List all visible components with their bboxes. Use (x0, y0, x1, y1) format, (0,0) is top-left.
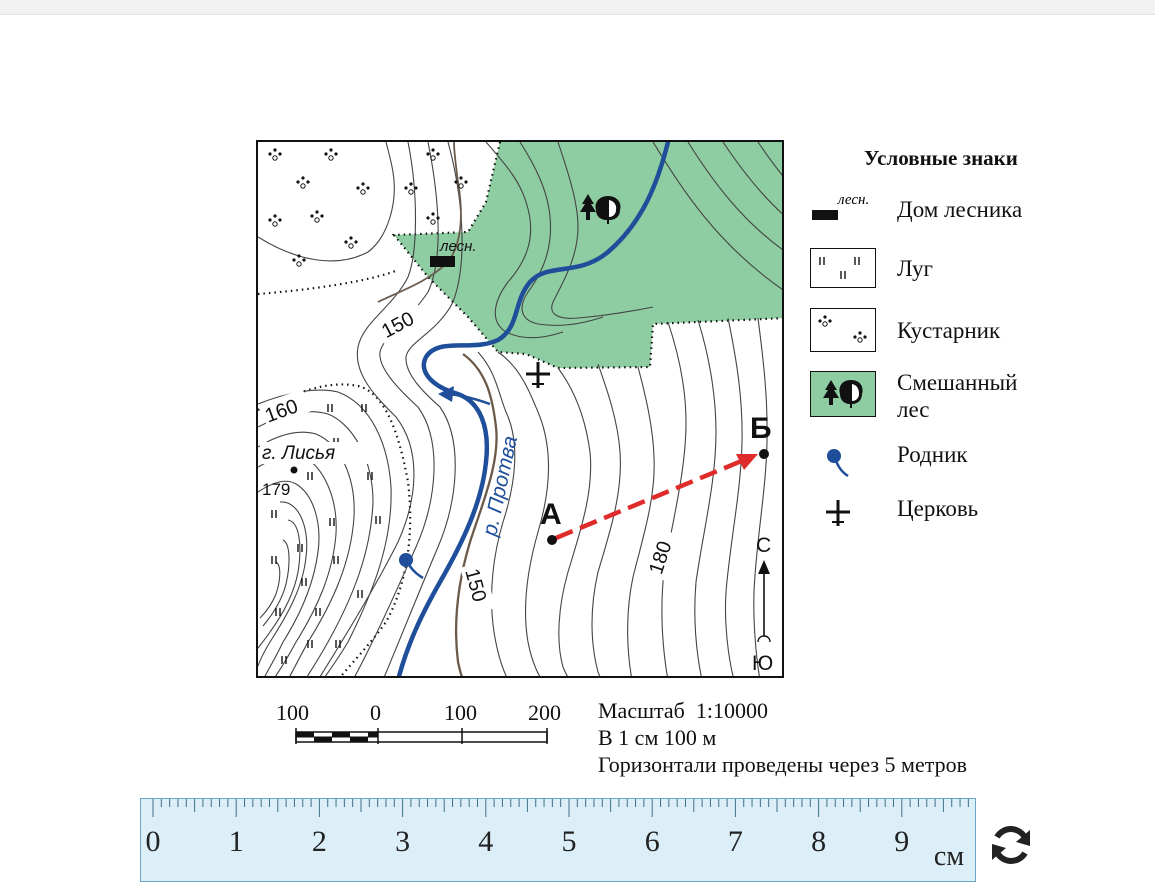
hill-label: г. Лисья (262, 443, 335, 464)
ruler-scale: 0 1 2 3 4 5 6 7 8 9 см (146, 799, 969, 872)
ruler-number: 9 (894, 825, 909, 858)
mixed-forest-legend-symbol (810, 371, 876, 417)
legend-label-mixed-forest-2: лес (897, 397, 930, 422)
compass-south-label: Ю (752, 652, 773, 675)
contour-lines (258, 142, 782, 676)
shrub-symbols (268, 148, 468, 267)
refresh-button[interactable] (986, 820, 1036, 870)
legend-label-shrub: Кустарник (897, 318, 1001, 343)
route-a-b (555, 457, 745, 541)
mixed-forest-symbol (580, 194, 621, 224)
ruler-number: 0 (146, 825, 161, 858)
legend-label-meadow: Луг (897, 256, 933, 281)
legend-label-spring: Родник (897, 442, 968, 467)
scale-tick-label-200: 200 (528, 700, 561, 725)
point-b-dot (759, 449, 769, 459)
hill-height: 179 (262, 480, 290, 499)
scale-ratio: Масштаб 1:10000 (598, 698, 768, 723)
map-canvas: лесн. г. Лисья 179 150 160 150 180 р. Пр… (258, 142, 782, 676)
route-arrowhead (736, 454, 758, 470)
contour-label-180: 180 (645, 538, 676, 577)
scale-tick-label-100-left: 100 (276, 700, 309, 725)
scale-bar-graphic (295, 728, 548, 744)
spring-legend-symbol (827, 449, 849, 478)
river-protva (396, 142, 671, 676)
contour-150-west (377, 142, 462, 303)
ruler-number: 7 (728, 825, 743, 858)
shrub-legend-symbol (810, 308, 876, 352)
ruler-number: 4 (478, 825, 493, 858)
meadow-symbols (271, 404, 381, 664)
mixed-forest-area (394, 142, 782, 368)
legend-forester-mark: лесн. (837, 192, 869, 208)
forest-boundary (391, 142, 782, 370)
compass-north-label: С (756, 534, 771, 557)
shrub-boundary (258, 268, 399, 296)
refresh-icon (992, 826, 1030, 864)
topographic-map: лесн. г. Лисья 179 150 160 150 180 р. Пр… (256, 140, 784, 678)
forester-house (430, 256, 455, 267)
legend-label-forester-house: Дом лесника (897, 197, 1023, 222)
ruler-number: 3 (395, 825, 410, 858)
ruler-number: 1 (229, 825, 244, 858)
church-symbol (526, 362, 550, 388)
ruler-number: 8 (811, 825, 826, 858)
point-a-dot (547, 535, 557, 545)
contour-150-east (454, 353, 498, 676)
linear-scale: 100 0 100 200 (270, 696, 570, 756)
scale-per-cm: В 1 см 100 м (598, 725, 717, 750)
meadow-legend-symbol (810, 248, 876, 288)
ruler-number: 5 (562, 825, 577, 858)
ruler-unit: см (934, 841, 964, 872)
point-a-label: А (540, 498, 562, 531)
river-flow-arrowhead (438, 386, 454, 402)
ruler-number: 6 (645, 825, 660, 858)
legend-label-mixed-forest-1: Смешанный (897, 370, 1018, 395)
scale-tick-label-0: 0 (370, 700, 381, 725)
ruler-number: 2 (312, 825, 327, 858)
spring-symbol (399, 553, 424, 580)
legend-label-church: Церковь (897, 496, 979, 521)
top-bar (0, 0, 1155, 15)
scale-info: Масштаб 1:10000 В 1 см 100 м Горизонтали… (598, 697, 967, 778)
scale-tick-label-100: 100 (444, 700, 477, 725)
ruler-tool[interactable]: 0 1 2 3 4 5 6 7 8 9 см (140, 798, 976, 882)
church-legend-symbol (826, 500, 850, 526)
contour-interval: Горизонтали проведены через 5 метров (598, 752, 968, 777)
forester-house-legend-symbol: лесн. (812, 192, 869, 220)
compass-arrowhead (758, 560, 770, 574)
forester-mark: лесн. (439, 238, 477, 255)
point-b-label: Б (750, 412, 772, 445)
meadow-boundary (258, 383, 412, 676)
map-legend: Условные знаки лесн. Дом лесника Луг Кус… (808, 140, 1108, 580)
hill-summit-point (290, 466, 298, 474)
legend-title: Условные знаки (864, 146, 1018, 170)
